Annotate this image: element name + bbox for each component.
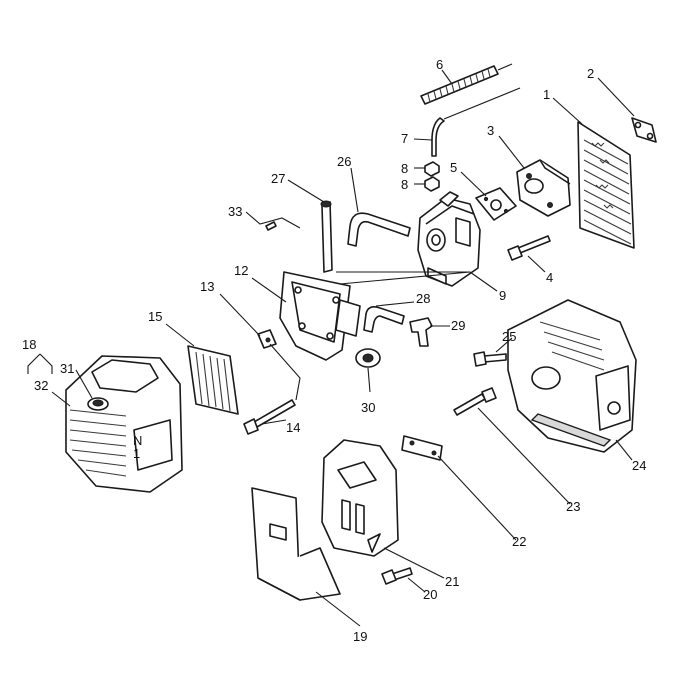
callout-21: 21	[445, 574, 459, 589]
callout-8b: 8	[401, 177, 408, 192]
callout-27: 27	[271, 171, 285, 186]
part-24-cylinder-cover	[507, 299, 637, 453]
callout-26: 26	[337, 154, 351, 169]
part-2-gasket	[631, 117, 657, 143]
callout-8a: 8	[401, 161, 408, 176]
part-25-bolt	[473, 351, 507, 367]
callout-13: 13	[200, 279, 214, 294]
callout-9: 9	[499, 288, 506, 303]
callout-20: 20	[423, 587, 437, 602]
callout-18: 18	[22, 337, 36, 352]
callout-5: 5	[450, 160, 457, 175]
part-31-knob	[87, 397, 109, 411]
callout-2: 2	[587, 66, 594, 81]
callout-22: 22	[512, 534, 526, 549]
callout-labels: 1 2 3 4 5 6 7 8 8 9 12 13 14 15 18 19 20…	[22, 57, 646, 644]
callout-23: 23	[566, 499, 580, 514]
part-20-bolt	[381, 567, 413, 585]
callout-12: 12	[234, 263, 248, 278]
callout-19: 19	[353, 629, 367, 644]
part-26-hose	[347, 212, 411, 247]
callout-25: 25	[502, 329, 516, 344]
callout-32: 32	[34, 378, 48, 393]
callout-6: 6	[436, 57, 443, 72]
part-15-air-filter	[187, 345, 239, 415]
part-28-hose	[363, 306, 405, 333]
callout-15: 15	[148, 309, 162, 324]
part-3-intake-spacer	[516, 159, 571, 217]
part-27-pipe	[320, 200, 333, 273]
part-19-heat-shield	[251, 487, 341, 601]
part-12-air-cleaner-base	[279, 271, 361, 361]
callout-7: 7	[401, 131, 408, 146]
callout-31: 31	[60, 361, 74, 376]
part-23-bolt	[453, 387, 497, 416]
part-30-primer	[355, 348, 381, 368]
callout-24: 24	[632, 458, 646, 473]
part-6-throttle-cable	[420, 63, 513, 105]
part-4-bolt	[507, 235, 551, 261]
part-1-insulator	[577, 121, 635, 249]
part-14-bolt	[243, 399, 296, 435]
part-13-clip	[257, 329, 277, 349]
callout-3: 3	[487, 123, 494, 138]
callout-33: 33	[228, 204, 242, 219]
part-7-cable-end	[431, 87, 521, 157]
callout-1: 1	[543, 87, 550, 102]
svg-text:1: 1	[133, 446, 140, 461]
callout-28: 28	[416, 291, 430, 306]
part-8-nuts	[424, 161, 440, 192]
part-22-plate	[401, 435, 443, 461]
callout-14: 14	[286, 420, 300, 435]
leader-lines	[27, 69, 635, 627]
callout-4: 4	[546, 270, 553, 285]
part-9-carburetor	[417, 191, 481, 287]
svg-text:N: N	[133, 433, 142, 448]
part-21-muffler	[321, 439, 399, 557]
callout-29: 29	[451, 318, 465, 333]
part-33-pin	[265, 221, 277, 231]
part-29-fitting	[409, 317, 433, 347]
callout-30: 30	[361, 400, 375, 415]
part-32-air-cleaner-cover: N 1	[65, 355, 183, 493]
